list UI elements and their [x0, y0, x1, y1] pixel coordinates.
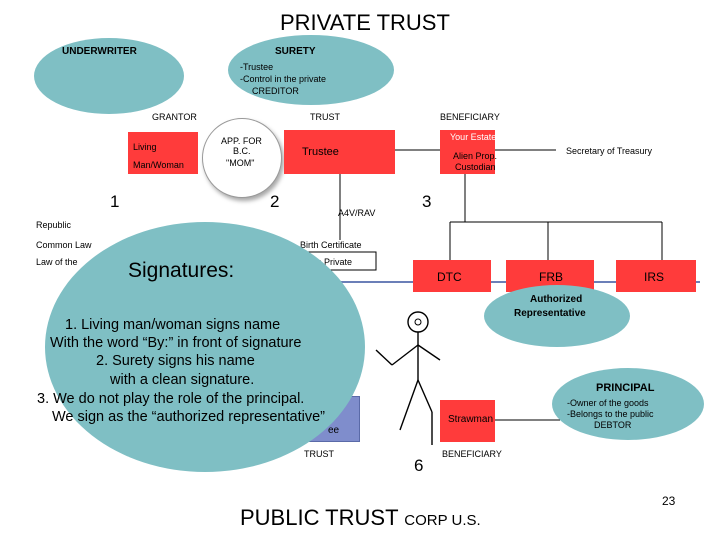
strawman-label: Strawman — [448, 414, 494, 425]
birth-certificate-label: Birth Certificate — [300, 240, 362, 250]
app-for-bc-circle — [202, 118, 282, 198]
number-2: 2 — [270, 192, 280, 211]
bottom-beneficiary-label: BENEFICIARY — [442, 449, 502, 459]
a4v-label: A4V/RAV — [338, 208, 376, 218]
surety-note-2: -Control in the private — [240, 74, 327, 84]
authorized-label-2: Representative — [514, 308, 586, 319]
surety-ellipse — [228, 35, 394, 105]
dtc-box — [413, 260, 491, 292]
surety-note-1: -Trustee — [240, 62, 274, 72]
authorized-representative-ellipse — [484, 285, 630, 347]
irs-box — [616, 260, 696, 292]
signature-line-3: 2. Surety signs his name — [96, 353, 255, 369]
underwriter-label: UNDERWRITER — [62, 46, 137, 57]
page-title: PRIVATE TRUST — [280, 10, 450, 35]
footer-title: PUBLIC TRUST CORP U.S. — [240, 505, 481, 531]
signature-line-2: With the word “By:” in front of signatur… — [50, 335, 302, 351]
republic-label: Republic — [36, 220, 72, 230]
principal-note-1: -Owner of the goods — [567, 398, 649, 408]
dtc-label: DTC — [437, 270, 462, 284]
grantor-header: GRANTOR — [152, 112, 197, 122]
principal-label: PRINCIPAL — [596, 382, 655, 394]
number-1: 1 — [110, 192, 120, 211]
authorized-label-1: Authorized — [530, 294, 583, 305]
signature-line-5: 3. We do not play the role of the princi… — [37, 391, 305, 407]
signature-line-6: We sign as the “authorized representativ… — [52, 409, 325, 425]
signatures-ellipse — [45, 222, 365, 472]
number-6: 6 — [414, 456, 424, 475]
your-estate-label-2: Alien Prop. — [453, 151, 498, 161]
bottom-trust-label: TRUST — [304, 449, 334, 459]
surety-label: SURETY — [275, 46, 316, 57]
strawman-box — [440, 400, 495, 442]
principal-note-3: DEBTOR — [594, 420, 632, 430]
your-estate-box — [440, 130, 495, 174]
underwriter-ellipse — [34, 38, 184, 114]
irs-label: IRS — [644, 270, 665, 284]
trust-header: TRUST — [310, 112, 340, 122]
living-label-1: Living — [133, 142, 157, 152]
living-man-woman-box — [128, 132, 198, 174]
principal-note-2: -Belongs to the public — [567, 409, 654, 419]
app-for-bc-label-3: "MOM" — [226, 158, 255, 168]
signature-line-1: 1. Living man/woman signs name — [65, 317, 281, 333]
footer-sub: CORP U.S. — [404, 512, 481, 529]
beneficiary-header: BENEFICIARY — [440, 112, 500, 122]
in-private-label: In Private — [314, 257, 353, 267]
your-estate-label-1: Your Estate — [450, 132, 497, 142]
your-estate-label-3: Custodian — [455, 162, 496, 172]
trustee-label: Trustee — [302, 146, 339, 158]
signatures-heading: Signatures: — [128, 259, 235, 282]
signature-line-4: with a clean signature. — [110, 372, 255, 388]
living-label-2: Man/Woman — [133, 160, 184, 170]
app-for-bc-label-2: B.C. — [233, 146, 251, 156]
principal-ellipse — [552, 368, 704, 440]
page-number: 23 — [662, 494, 676, 508]
number-3: 3 — [422, 192, 432, 211]
app-for-bc-label-1: APP. FOR — [221, 136, 262, 146]
public-trustee-partial-label: ee — [328, 425, 340, 436]
footer-main: PUBLIC TRUST — [240, 505, 399, 530]
surety-note-3: CREDITOR — [252, 86, 299, 96]
trustee-box — [284, 130, 395, 174]
common-law-label: Common Law — [36, 240, 92, 250]
law-of-the-label: Law of the — [36, 257, 78, 267]
frb-label: FRB — [539, 270, 563, 284]
secretary-of-treasury-label: Secretary of Treasury — [566, 146, 653, 156]
